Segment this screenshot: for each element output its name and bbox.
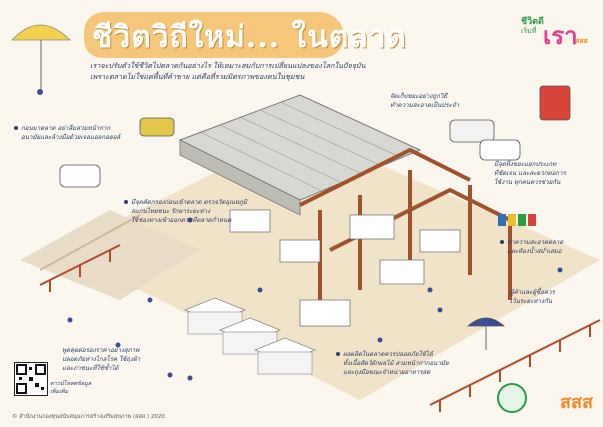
songthaew bbox=[539, 85, 571, 121]
qr-pattern-icon bbox=[16, 364, 46, 394]
copyright: © สำนักงานกองทุนสนับสนุนการสร้างเสริมสุข… bbox=[12, 414, 165, 420]
white-car bbox=[59, 164, 101, 188]
note-stalls: จัดเก็บขยะอย่างถูกวิธี ทำความสะอาดเป็นปร… bbox=[390, 93, 459, 109]
market-ground bbox=[60, 130, 600, 400]
parked-car-2 bbox=[479, 139, 521, 161]
brand-logo: ชีวิตดี เริ่มที่ เรา สสส bbox=[521, 12, 591, 52]
fence bbox=[39, 244, 601, 412]
taxi bbox=[139, 117, 175, 137]
poster-title: ชีวิตวิถีใหม่... ในตลาด bbox=[92, 20, 408, 55]
ministry-seal-icon bbox=[497, 383, 527, 413]
qr-caption: ดาวน์โหลดข้อมูล เพิ่มเติม bbox=[50, 381, 92, 395]
road-line bbox=[39, 214, 141, 271]
logo-line-1: ชีวิตดี bbox=[521, 17, 544, 27]
qr-code[interactable] bbox=[14, 362, 48, 396]
note-entry: มีจุดคัดกรองก่อนเข้าตลาด ตรวจวัดอุณหภูมิ… bbox=[124, 198, 247, 225]
ssh-logo: สสส bbox=[560, 392, 593, 413]
yellow-umbrella bbox=[11, 24, 71, 41]
intro-text: เราจะปรับตัวใช้ชีวิตไปตลาดกันอย่างไร ให้… bbox=[90, 60, 420, 82]
note-waste: มีจุดทิ้งขยะแยกประเภท ที่ชัดเจน และสะดวก… bbox=[494, 161, 566, 186]
parked-car bbox=[449, 119, 495, 143]
logo-line-2: เริ่มที่ bbox=[521, 27, 537, 35]
blue-umbrella bbox=[466, 317, 506, 327]
title-background bbox=[84, 12, 344, 58]
partner-logos: สสส bbox=[473, 379, 593, 419]
note-cleaning: ทำความสะอาดตลาด และห้องน้ำสม่ำเสมอ bbox=[500, 238, 563, 256]
vehicles bbox=[59, 85, 571, 188]
logo-sub-text: สสส bbox=[575, 37, 588, 45]
intro-line-1: เราจะปรับตัวใช้ชีวิตไปตลาดกันอย่างไร ให้… bbox=[90, 61, 366, 70]
market-stalls bbox=[229, 209, 461, 327]
note-mask-buy: พูดคุยต่อรองราคาอย่างสุภาพ ปลอดภัยห่างไก… bbox=[62, 347, 141, 372]
umbrellas bbox=[11, 24, 506, 350]
note-distance: ผู้ค้าและผู้ซื้อควร เว้นระยะห่างกัน bbox=[510, 289, 555, 305]
waste-bins bbox=[498, 214, 536, 226]
note-food: ผลผลิตในตลาดควรปลอดภัยใช้ได้ ทั้งเนื้อสั… bbox=[336, 350, 449, 377]
logo-big-text: เรา bbox=[543, 22, 578, 50]
people bbox=[37, 89, 563, 381]
note-car-wait: ก่อนมาตลาด อย่าลืมสวมหน้ากาก อนามัยและล้… bbox=[14, 124, 120, 142]
intro-line-2: เพราะตลาดไม่ใช่แค่พื้นที่ค้าขาย แต่คือที… bbox=[90, 72, 305, 81]
white-tents bbox=[183, 297, 317, 375]
